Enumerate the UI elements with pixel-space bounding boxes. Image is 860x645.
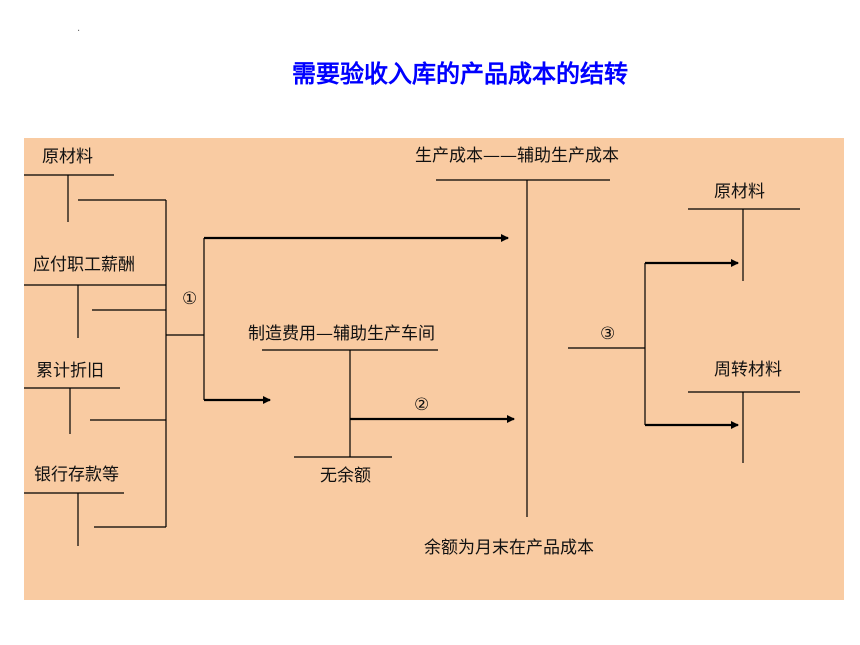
decorative-dot: ·: [77, 26, 81, 37]
t-account-manufacturing-overhead: [262, 349, 438, 458]
t-account-depreciation: [24, 387, 166, 434]
t-account-raw-material-left: [24, 174, 166, 222]
label-production-cost: 生产成本——辅助生产成本: [415, 146, 619, 166]
label-payroll: 应付职工薪酬: [33, 255, 135, 275]
label-bank-deposit: 银行存款等: [34, 465, 119, 485]
label-turnover-material: 周转材料: [714, 360, 782, 380]
page-title: 需要验收入库的产品成本的结转: [292, 60, 628, 88]
t-account-turnover-material: [688, 391, 800, 463]
label-balance-note: 余额为月末在产品成本: [424, 538, 594, 558]
step-three-label: ③: [600, 324, 616, 344]
diagram-panel: [24, 138, 844, 600]
label-no-balance: 无余额: [320, 466, 371, 486]
step-two-label: ②: [414, 395, 430, 415]
t-account-production-cost: [436, 179, 610, 517]
t-account-bank-deposit: [24, 492, 166, 546]
collector-bracket: [165, 200, 205, 527]
t-account-payroll: [24, 284, 166, 338]
label-depreciation: 累计折旧: [36, 361, 104, 381]
label-raw-material-right: 原材料: [714, 182, 765, 202]
output-split: [568, 263, 646, 425]
label-manufacturing-overhead: 制造费用—辅助生产车间: [248, 324, 435, 344]
step-one-label: ①: [182, 289, 198, 309]
t-account-raw-material-right: [688, 208, 800, 281]
label-raw-material-left: 原材料: [42, 147, 93, 167]
